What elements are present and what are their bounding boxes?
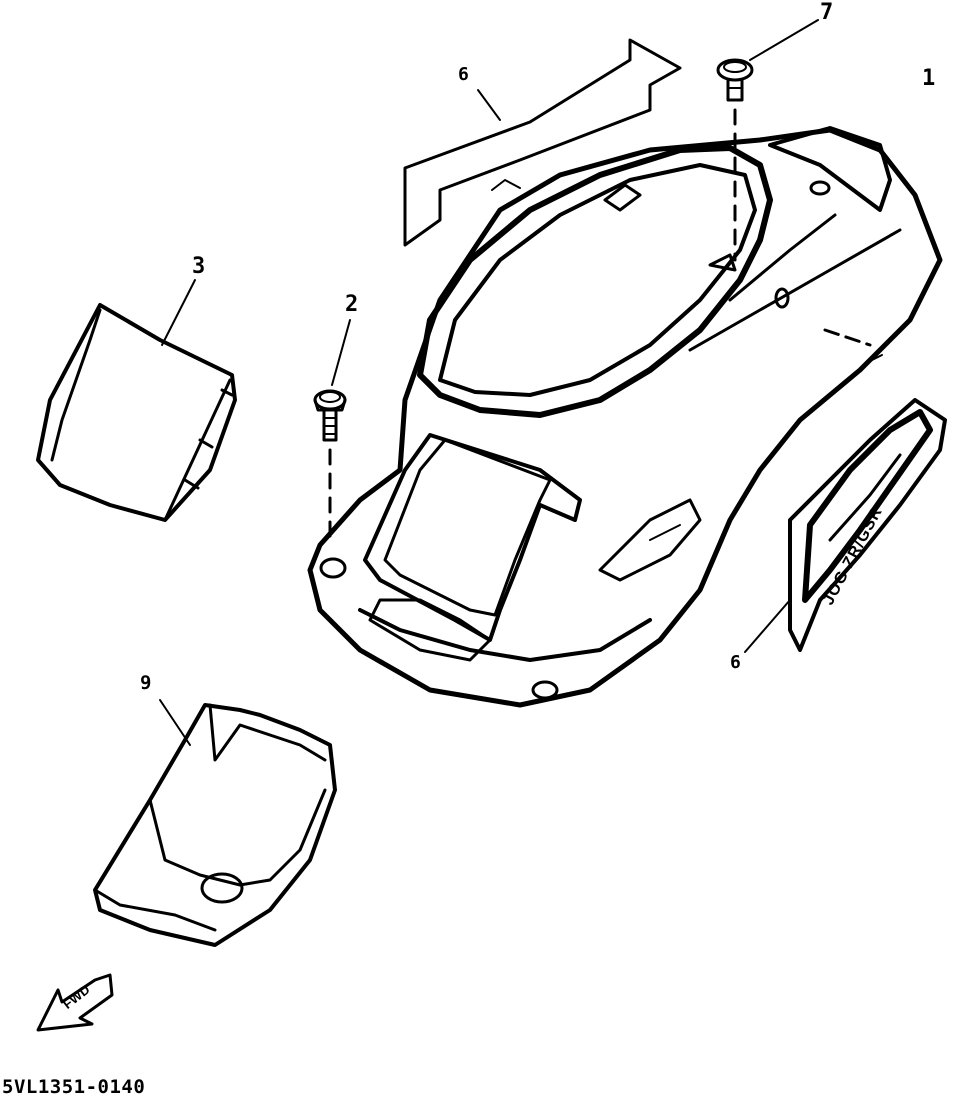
- callout-3: 3: [192, 254, 206, 279]
- callout-7: 7: [820, 0, 834, 25]
- fwd-arrow: [36, 973, 114, 1032]
- panel-3: [36, 279, 237, 522]
- rear-body-cover: [307, 126, 943, 708]
- decal-logo-6: [744, 398, 947, 653]
- callout-6-lower: 6: [730, 652, 741, 673]
- callout-1: 1: [922, 66, 936, 91]
- tray-9: [93, 699, 337, 947]
- callout-9: 9: [140, 672, 152, 694]
- callout-6-upper: 6: [458, 64, 469, 85]
- screw-7: [716, 19, 819, 262]
- part-code: 5VL1351-0140: [2, 1076, 146, 1098]
- screw-2: [313, 319, 351, 547]
- decal-strip-6: [403, 38, 682, 247]
- callout-2: 2: [345, 292, 359, 317]
